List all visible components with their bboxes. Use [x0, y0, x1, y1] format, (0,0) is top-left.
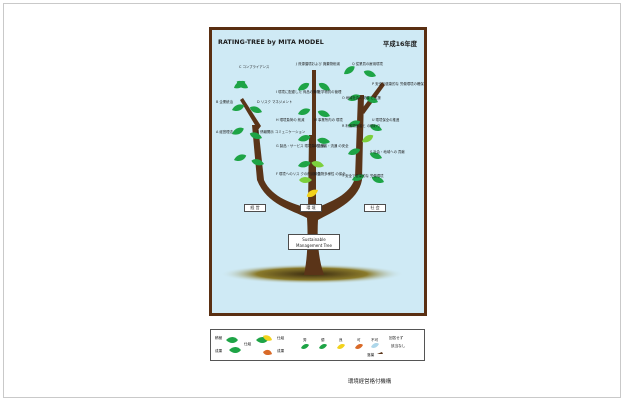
branch-label-o: O 地域社会の発展 と支援 [342, 96, 381, 100]
trunk-label-box: Sustainable Management Tree [288, 234, 340, 250]
base-box-society: 社 会 [364, 204, 386, 212]
legend-fallen: 落葉 [367, 353, 374, 357]
branch-label-s: S 社会・地域への 貢献 [370, 150, 405, 154]
branch-label-r: R 利害関係者と の関わり [342, 124, 380, 128]
branch-label-e: E 情報開示 コミュニケーション [257, 130, 305, 134]
branch-label-u: U 環境保全の推進 [372, 118, 399, 122]
grade-excellent: 秀 [303, 338, 307, 342]
grade-poor: 不可 [371, 338, 378, 342]
branch-label-l: L 生産者・流通 の安全 [314, 144, 349, 148]
branch-label-j: J 資源循環および 廃棄物削減 [296, 62, 340, 66]
caption-organization: 環境経営格付機構 [348, 377, 391, 385]
grade-good: 良 [339, 338, 343, 342]
rating-tree-panel: RATING-TREE by MITA MODEL 平成16年度 [209, 27, 427, 316]
branch-label-k: K 生物多様性 の保全 [314, 172, 346, 176]
base-box-environment: 環 境 [300, 204, 322, 212]
branch-label-p: P 安全で健康的な 労働環境の確保 [372, 82, 424, 86]
branch-label-d: D リスク マネジメント [257, 100, 292, 104]
legend-not-applicable: 該当なし [391, 344, 405, 348]
branch-label-h: H 環境負荷の 削減 [276, 118, 304, 122]
center-branch [312, 70, 316, 140]
branch-label-m: M 事業所内の 環境 [314, 118, 343, 122]
base-box-management: 経 営 [244, 204, 266, 212]
branch-label-q: Q 従業員の雇用環境 [352, 62, 383, 66]
branch-label-b: B 企業統治 [216, 100, 233, 104]
branch-label-c: C コンプライアンス [239, 65, 269, 69]
trunk-label-line2: Management Tree [289, 243, 339, 249]
branch-label-t: T 安全で健康的な 労働環境 [342, 174, 384, 178]
branch-label-a: A 経営理念 [216, 130, 233, 134]
branch-label-n: N 化学物質の管理 [314, 90, 341, 94]
legend-box: 積極 成果 仕組 仕組 成果 秀 優 良 可 不可 回答せず 該当なし 落葉 [210, 329, 425, 361]
grade-fair: 可 [357, 338, 361, 342]
grade-very-good: 優 [321, 338, 325, 342]
legend-no-answer: 回答せず [389, 336, 403, 340]
